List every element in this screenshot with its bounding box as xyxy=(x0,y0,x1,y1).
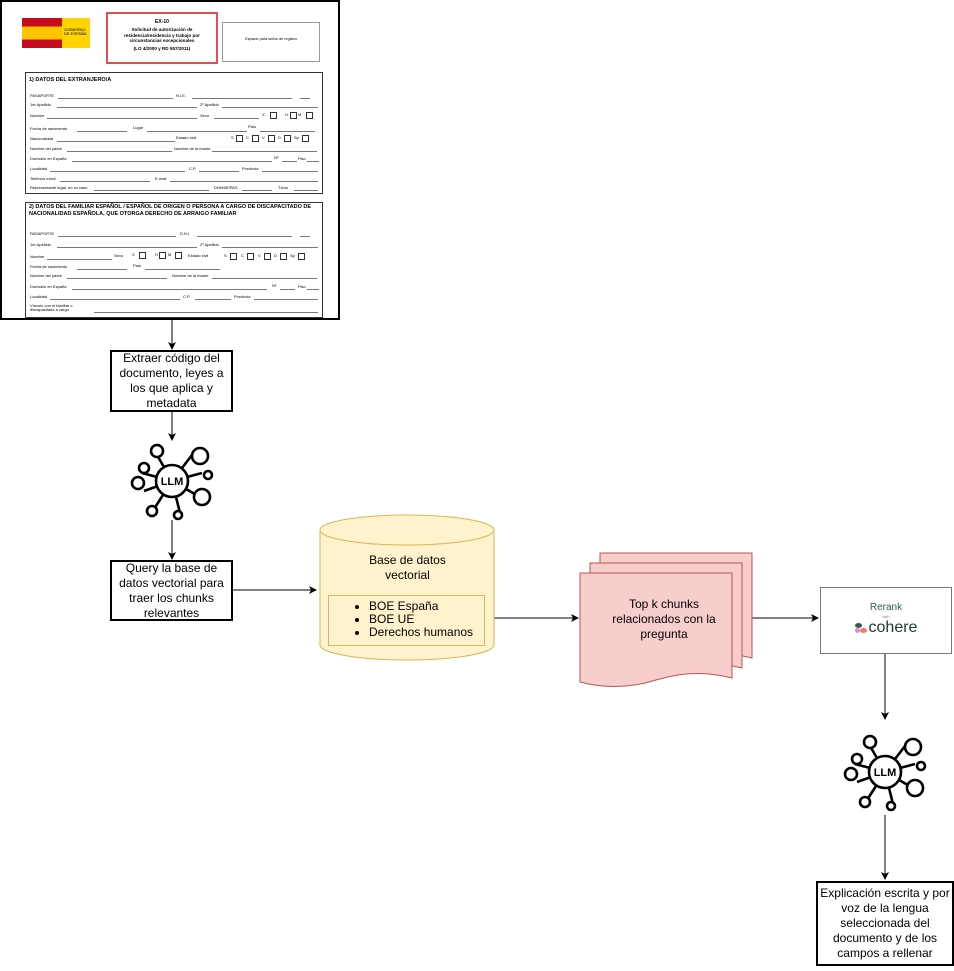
s1-label: S xyxy=(231,135,234,140)
s1-label: Sp xyxy=(294,135,299,140)
s1-label: C xyxy=(246,135,249,140)
s1-label: Nº xyxy=(274,155,279,160)
s2-label: Sexo xyxy=(114,253,124,258)
llm1-label: LLM xyxy=(161,476,184,488)
s2-label: V xyxy=(258,253,261,258)
form-section-1 xyxy=(25,72,323,194)
extract-metadata-text: Extraer código del documento, leyes a lo… xyxy=(119,351,224,410)
s1-label: D xyxy=(278,135,281,140)
s2-label: País xyxy=(133,263,142,268)
s1-label: Provincia xyxy=(242,166,259,171)
form-title-box: EX-10 Solicitud de autorización de resid… xyxy=(106,12,218,64)
form-title: Solicitud de autorización de residencia/… xyxy=(124,27,200,44)
s2-label: 1er Apellido xyxy=(30,242,51,247)
llm-network-icon xyxy=(843,734,927,812)
s1-label: Teléfono móvil xyxy=(30,176,56,181)
form-section-2 xyxy=(25,202,323,318)
s2-label: C.P. xyxy=(183,294,191,299)
s1-label: 1er Apellido xyxy=(30,102,51,107)
s2-label: X xyxy=(132,252,135,257)
cohere-rerank-logo: Rerank with cohere xyxy=(820,587,952,654)
s1-label: DNI/NIE/PAS xyxy=(214,185,238,190)
s2-label: Piso xyxy=(298,284,306,289)
s1-label: V xyxy=(262,135,265,140)
s1-label: M xyxy=(298,112,302,117)
s1-label: Lugar xyxy=(133,125,144,130)
s1-label: Nacionalidad xyxy=(30,136,54,141)
section-1-title: 1) DATOS DEL EXTRANJERO/A xyxy=(29,77,112,83)
section-2-title: 2) DATOS DEL FAMILIAR ESPAÑOL / ESPAÑOL … xyxy=(29,204,312,217)
db-source-item: Derechos humanos xyxy=(369,626,484,639)
s2-label: Nombre de la madre xyxy=(172,273,209,278)
db-source-item: BOE UE xyxy=(369,613,484,626)
s2-label: Vínculo con el familiar o discapacitado … xyxy=(30,303,73,312)
s1-label: N.I.E. xyxy=(176,93,187,98)
s1-label: Nombre de la madre xyxy=(174,146,211,151)
db-source-item: BOE España xyxy=(369,600,484,613)
gobierno-logo-text: GOBIERNO DE ESPAÑA xyxy=(62,18,90,48)
s1-label: Título xyxy=(278,185,289,190)
s1-label: C.P. xyxy=(189,166,197,171)
extract-metadata-step: Extraer código del documento, leyes a lo… xyxy=(110,350,233,412)
s1-label: Estado civil xyxy=(176,135,197,140)
vector-db-title: Base de datos vectorial xyxy=(369,553,446,582)
llm2-label: LLM xyxy=(874,767,897,779)
s2-label: Domicilio en España xyxy=(30,284,67,289)
s2-label: Estado civil xyxy=(188,253,209,258)
s2-label: D.N.I. xyxy=(180,231,191,236)
s1-label: País xyxy=(248,124,257,129)
s1-label: Representante legal, en su caso xyxy=(30,185,88,190)
query-vector-db-step: Query la base de datos vectorial para tr… xyxy=(110,560,233,621)
s2-label: Nombre del padre xyxy=(30,273,63,278)
form-law: (LO 4/2000 y RD 557/2011) xyxy=(133,46,191,52)
s1-label: Sexo xyxy=(200,113,210,118)
s2-label: Sp xyxy=(290,253,295,258)
explanation-output-step: Explicación escrita y por voz de la leng… xyxy=(816,881,954,966)
s1-label: H xyxy=(285,112,288,117)
s1-label: X xyxy=(262,112,265,117)
llm-network-icon xyxy=(130,443,214,521)
form-code: EX-10 xyxy=(155,19,169,25)
s1-label: Fecha de nacimiento xyxy=(30,126,68,131)
s2-label: D xyxy=(274,253,277,258)
cohere-mark-icon xyxy=(854,623,867,633)
s2-label: Fecha de nacimiento xyxy=(30,264,68,269)
s2-label: Localidad xyxy=(30,294,48,299)
cohere-brand: cohere xyxy=(868,619,918,636)
s2-label: Nº xyxy=(272,283,277,288)
vector-db-sources: BOE España BOE UE Derechos humanos xyxy=(328,595,485,646)
s1-label: Nombre xyxy=(30,113,45,118)
s1-label: Domicilio en España xyxy=(30,156,67,161)
s1-label: Nombre del padre xyxy=(30,146,63,151)
s1-label: PASAPORTE xyxy=(30,93,55,98)
s2-label: Provincia xyxy=(234,294,251,299)
s1-label: Piso xyxy=(298,156,306,161)
spain-coat-of-arms-logo xyxy=(22,18,62,48)
s2-label: H xyxy=(155,252,158,257)
query-vector-db-text: Query la base de datos vectorial para tr… xyxy=(119,560,224,620)
top-k-chunks-text: Top k chunks relacionados con la pregunt… xyxy=(612,597,716,641)
s1-label: 2º Apellido xyxy=(200,102,219,107)
s1-label: Localidad xyxy=(30,166,48,171)
s2-label: 2º Apellido xyxy=(200,242,219,247)
s2-label: PASAPORTE xyxy=(30,231,55,236)
s2-label: C xyxy=(241,253,244,258)
rerank-with: with xyxy=(882,614,890,619)
rerank-title: Rerank xyxy=(869,602,903,613)
chunks-document-stack xyxy=(579,552,753,688)
explanation-output-text: Explicación escrita y por voz de la leng… xyxy=(820,886,950,960)
s1-label: E-mail xyxy=(155,176,167,181)
s2-label: S xyxy=(224,253,227,258)
stamp-box: Espacio para sellos de registro xyxy=(222,22,320,62)
form-thumbnail: GOBIERNO DE ESPAÑA EX-10 Solicitud de au… xyxy=(0,0,340,320)
s2-label: Nombre xyxy=(30,254,45,259)
s2-label: M xyxy=(168,252,172,257)
